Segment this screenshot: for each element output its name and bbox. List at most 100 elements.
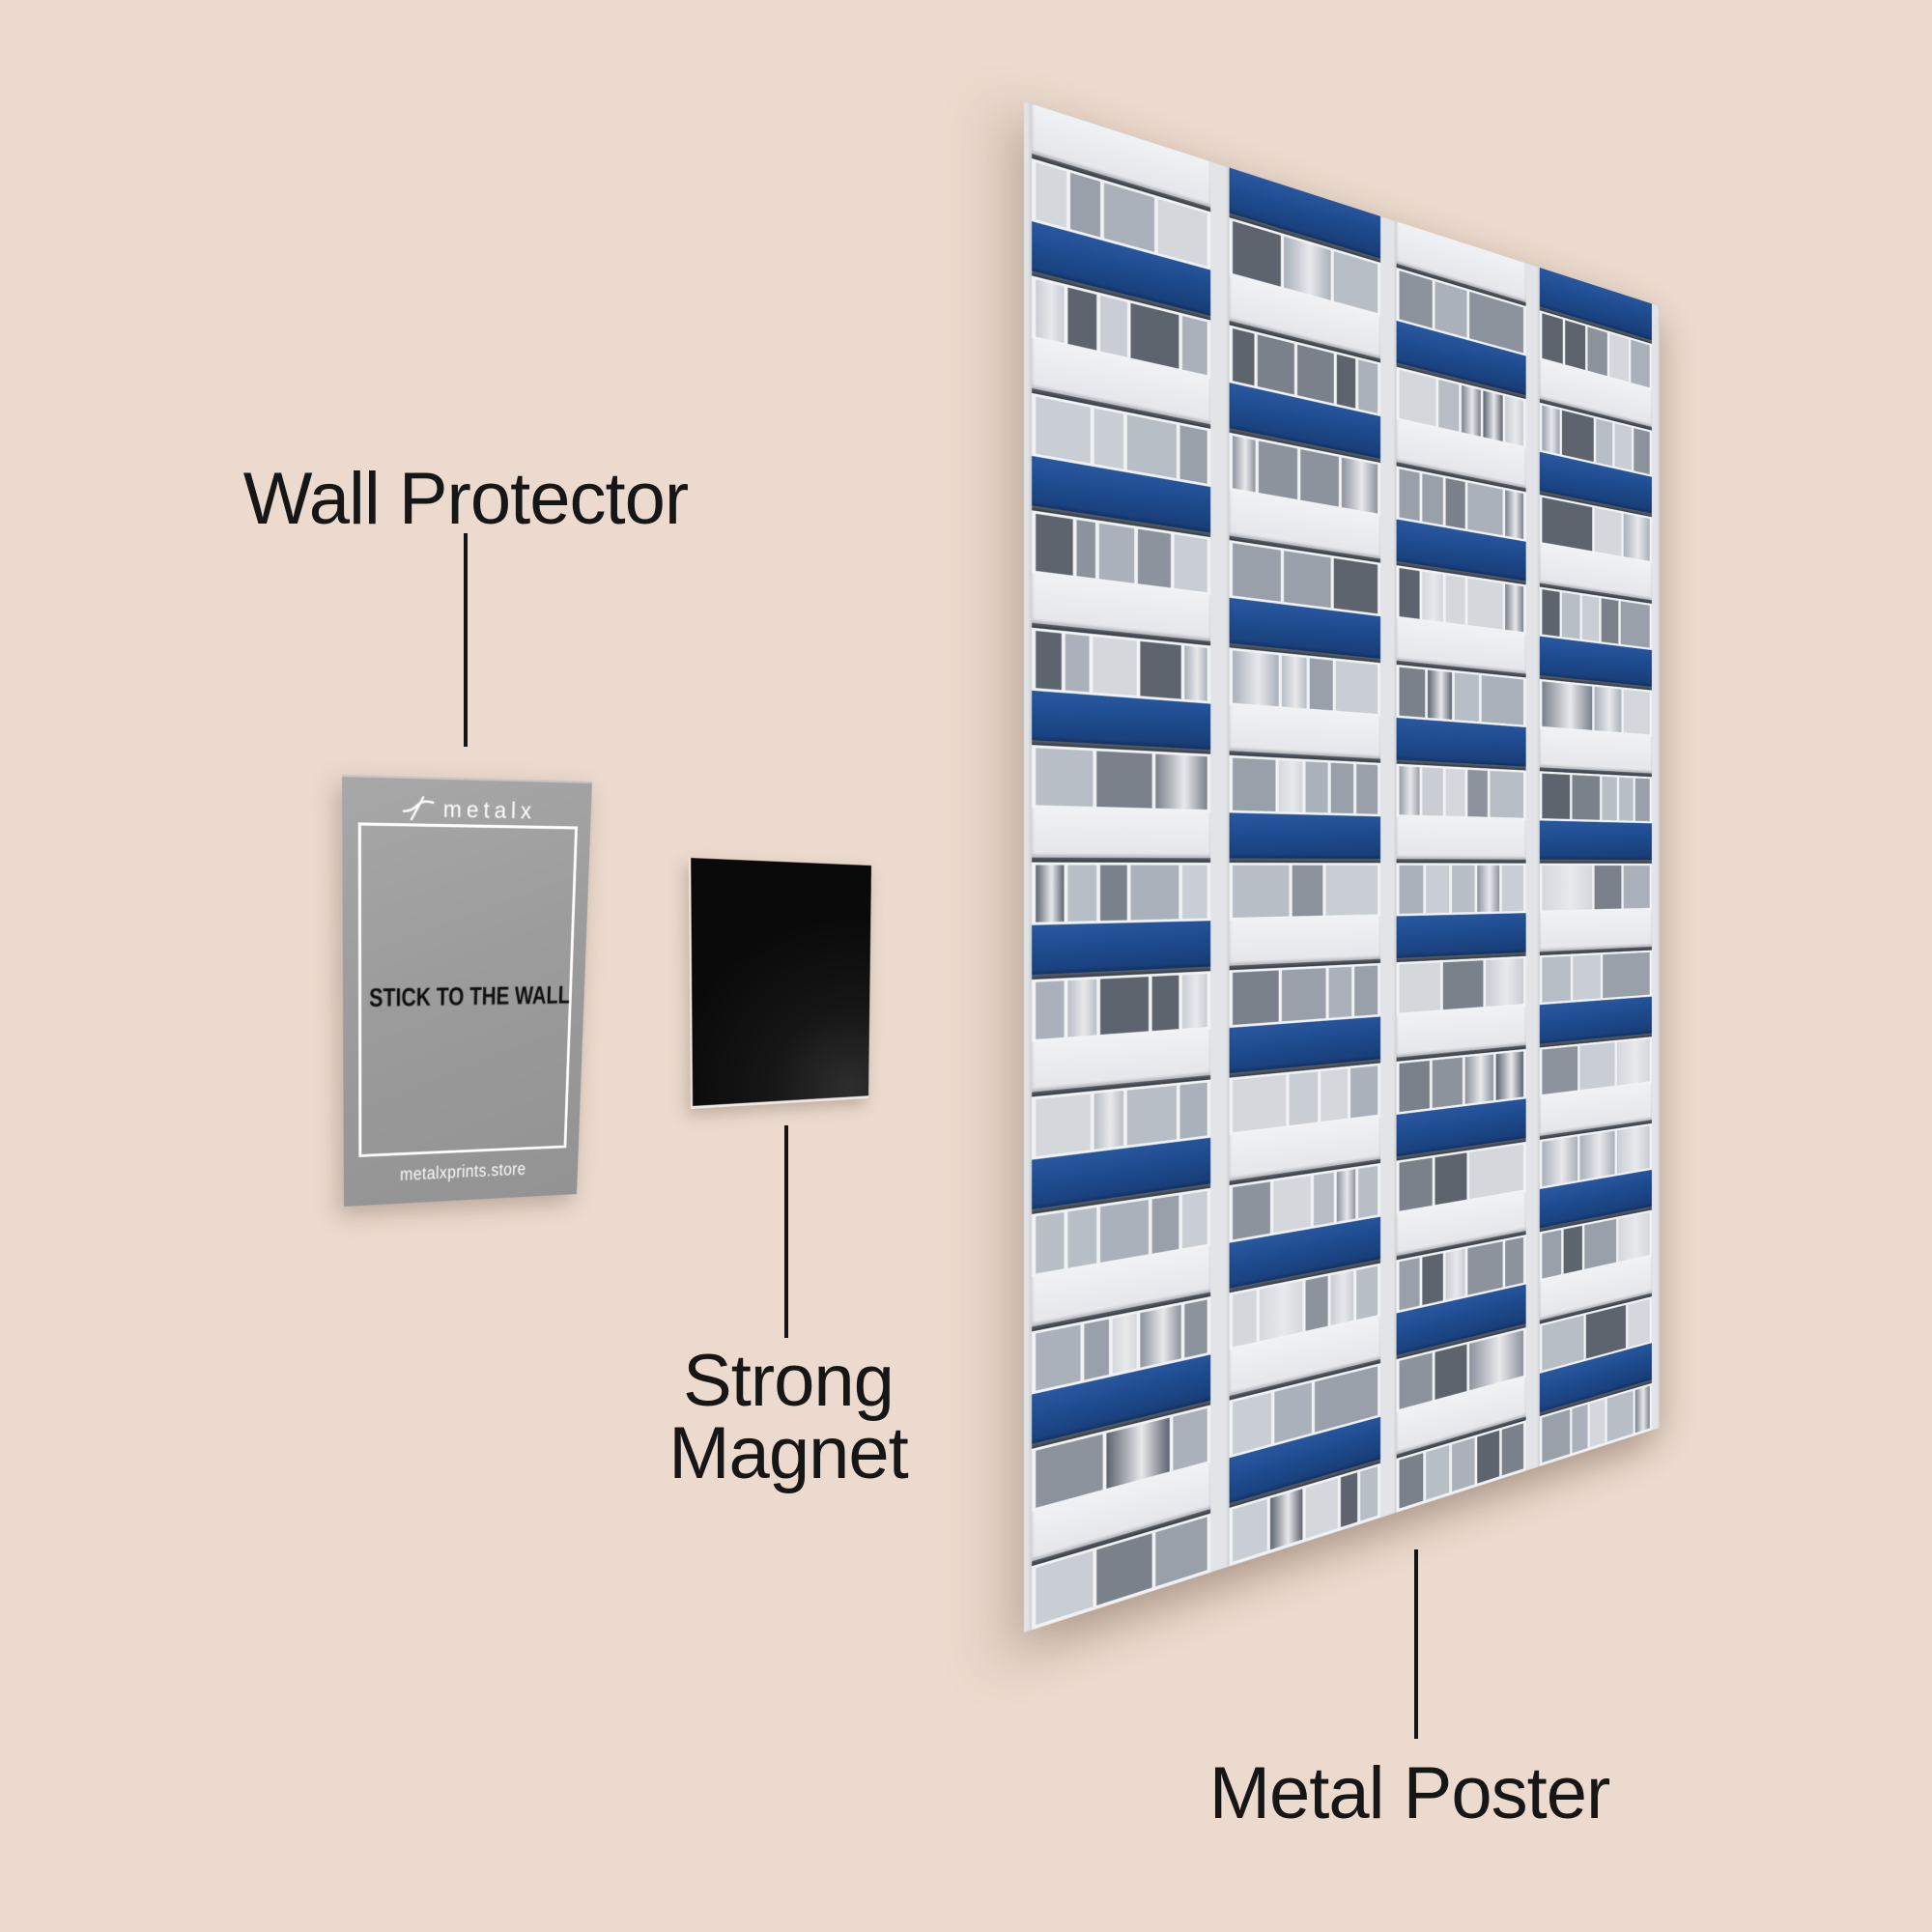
- card-center-text: STICK TO THE WALL: [369, 980, 571, 1012]
- facade-column: [1229, 167, 1381, 1567]
- facade-window-pane: [1562, 592, 1580, 639]
- facade-window-pane: [1467, 578, 1503, 630]
- facade-window-pane: [1151, 975, 1179, 1032]
- facade-window-pane: [1099, 1199, 1150, 1263]
- facade-window-pane: [1618, 777, 1634, 821]
- facade-window-pane: [1130, 865, 1179, 921]
- facade-window-pane: [1634, 428, 1650, 475]
- facade-window-pane: [1623, 689, 1650, 735]
- facade-window-pane: [1422, 473, 1443, 526]
- facade-window-pane: [1504, 395, 1524, 446]
- facade-window-pane: [1099, 295, 1128, 357]
- facade-window-pane: [1445, 477, 1465, 529]
- facade-window-pane: [1358, 359, 1378, 413]
- facade-window-pane: [1289, 1071, 1318, 1126]
- facade-floor-cell: [1539, 636, 1652, 737]
- facade-window-pane: [1233, 1392, 1271, 1455]
- facade-column: [1032, 103, 1211, 1631]
- facade-window-pane: [1495, 1051, 1524, 1100]
- facade-window-pane: [1036, 1211, 1065, 1274]
- facade-window-band: [1396, 763, 1526, 821]
- facade-window-pane: [1467, 769, 1488, 817]
- facade-window-pane: [1126, 1085, 1178, 1146]
- facade-window-band: [1229, 754, 1381, 817]
- facade-window-pane: [1483, 390, 1503, 441]
- facade-window-pane: [1623, 513, 1650, 561]
- facade-floor-cell: [1229, 1016, 1381, 1136]
- facade-window-pane: [1490, 770, 1524, 818]
- facade-floor-cell: [1396, 1006, 1526, 1115]
- facade-window-pane: [1328, 966, 1352, 1018]
- facade-window-pane: [1620, 601, 1650, 648]
- facade-window-pane: [1341, 457, 1378, 514]
- facade-window-pane: [1563, 1225, 1582, 1274]
- facade-window-pane: [1635, 778, 1650, 822]
- facade-window-pane: [1320, 1068, 1349, 1122]
- facade-window-pane: [1399, 1060, 1431, 1113]
- metal-poster-leader-line: [1414, 1549, 1418, 1739]
- facade-window-pane: [1313, 1172, 1334, 1226]
- facade-window-pane: [1579, 1042, 1615, 1091]
- facade-window-pane: [1137, 528, 1172, 588]
- facade-window-pane: [1355, 1265, 1378, 1321]
- facade-window-pane: [1422, 1253, 1443, 1305]
- facade-window-pane: [1562, 410, 1594, 462]
- facade-floor-cell: [1229, 597, 1381, 717]
- facade-window-pane: [1589, 1399, 1605, 1448]
- facade-window-pane: [1181, 315, 1208, 376]
- facade-window-pane: [1036, 1324, 1082, 1391]
- facade-window-pane: [1399, 568, 1420, 619]
- facade-window-pane: [1542, 955, 1571, 1003]
- facade-window-pane: [1175, 534, 1208, 593]
- facade-window-pane: [1504, 583, 1524, 633]
- facade-window-pane: [1154, 753, 1208, 810]
- facade-window-pane: [1325, 865, 1378, 916]
- wall-protector-card-face: metalx STICK TO THE WALL metalxprints.st…: [342, 775, 593, 1208]
- facade-window-pane: [1036, 1550, 1094, 1626]
- facade-floor-cell: [1396, 618, 1526, 727]
- facade-window-pane: [1233, 220, 1282, 287]
- facade-panel: [1539, 728, 1652, 774]
- facade-window-pane: [1355, 763, 1378, 814]
- facade-window-pane: [1623, 866, 1650, 909]
- facade-window-pane: [1036, 865, 1065, 923]
- facade-panel: [1539, 909, 1652, 952]
- facade-window-pane: [1305, 761, 1328, 813]
- facade-window-pane: [1233, 650, 1279, 707]
- facade-window-pane: [1158, 198, 1208, 267]
- facade-floor-cell: [1396, 913, 1526, 1016]
- facade-window-pane: [1501, 865, 1524, 912]
- facade-window-pane: [1542, 1136, 1578, 1187]
- facade-window-pane: [1336, 1169, 1356, 1222]
- facade-window-pane: [1036, 162, 1066, 228]
- facade-window-pane: [1426, 865, 1450, 914]
- facade-window-pane: [1485, 958, 1524, 1007]
- facade-floor-cell: [1539, 820, 1652, 913]
- facade-window-pane: [1542, 681, 1593, 730]
- facade-window-pane: [1036, 1094, 1091, 1157]
- facade-window-band: [1032, 862, 1211, 925]
- facade-window-pane: [1542, 313, 1563, 364]
- facade-window-pane: [1426, 1445, 1450, 1500]
- facade-floor-cell: [1539, 996, 1652, 1097]
- facade-window-pane: [1399, 1352, 1433, 1409]
- facade-window-pane: [1504, 1236, 1524, 1288]
- facade-window-pane: [1614, 423, 1632, 470]
- facade-window-pane: [1305, 1478, 1338, 1539]
- facade-panel: [1539, 820, 1652, 861]
- facade-window-pane: [1336, 661, 1378, 714]
- facade-window-pane: [1399, 1453, 1424, 1509]
- facade-window-pane: [1140, 1304, 1182, 1368]
- facade-window-pane: [1399, 469, 1420, 522]
- strong-magnet-leader-line: [784, 1125, 788, 1338]
- facade-window-pane: [1565, 320, 1586, 371]
- facade-window-pane: [1181, 974, 1208, 1029]
- facade-window-pane: [1399, 369, 1436, 427]
- facade-window-pane: [1330, 762, 1353, 814]
- facade-window-pane: [1065, 634, 1091, 693]
- facade-pier: [1024, 101, 1033, 1633]
- facade-window-pane: [1581, 595, 1600, 642]
- facade-window-pane: [1260, 1281, 1303, 1342]
- facade-window-band: [1539, 863, 1652, 913]
- facade-window-pane: [1435, 1344, 1467, 1400]
